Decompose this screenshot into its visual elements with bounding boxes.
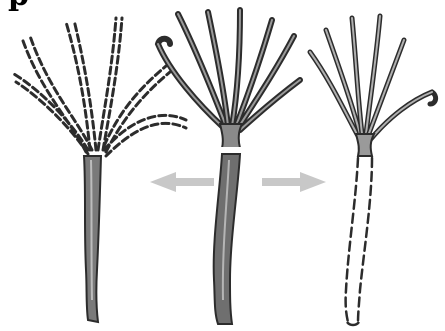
arrow-left — [150, 172, 214, 192]
arrow-right — [262, 172, 326, 192]
center-organism — [158, 10, 300, 324]
right-stalk-left-edge — [346, 158, 358, 322]
left-organism — [14, 18, 186, 322]
left-stalk-highlight — [91, 160, 92, 300]
right-organism — [310, 16, 436, 325]
left-tentacle-2b — [74, 20, 96, 150]
right-head — [356, 134, 374, 156]
center-gap-band — [219, 147, 243, 153]
right-tentacles — [310, 16, 436, 140]
center-stalk — [214, 154, 240, 324]
right-stalk-foot — [347, 322, 359, 325]
center-tentacles — [158, 10, 300, 130]
right-stalk-right-edge — [358, 158, 372, 322]
center-head — [220, 124, 242, 148]
left-tentacle-4b — [16, 82, 88, 154]
right-stalk-dashed — [346, 158, 372, 322]
